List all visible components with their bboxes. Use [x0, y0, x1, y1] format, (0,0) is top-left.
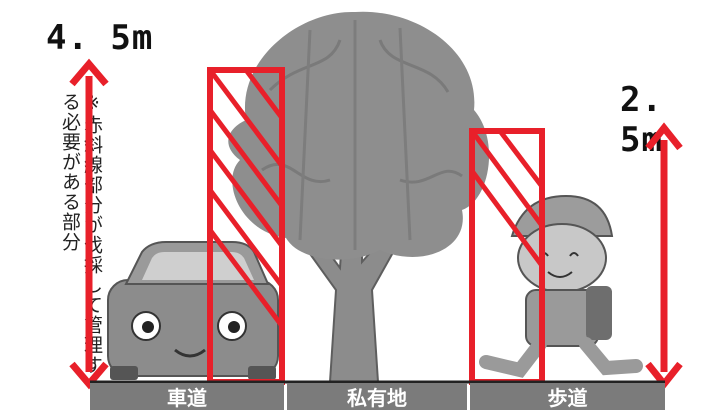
- road-height-arrow: [69, 58, 109, 390]
- sidewalk-height-arrow: [645, 122, 683, 390]
- zone-road-label: 車道: [90, 383, 284, 410]
- zone-private-label: 私有地: [287, 383, 467, 410]
- road-height-label: 4. 5m: [46, 18, 154, 58]
- zone-private-text: 私有地: [347, 386, 407, 410]
- tree-illustration: [228, 11, 490, 383]
- car-illustration: [107, 241, 279, 380]
- zone-sidewalk-label: 歩道: [470, 383, 665, 410]
- zone-road-text: 車道: [167, 386, 207, 410]
- zone-sidewalk-text: 歩道: [547, 386, 588, 410]
